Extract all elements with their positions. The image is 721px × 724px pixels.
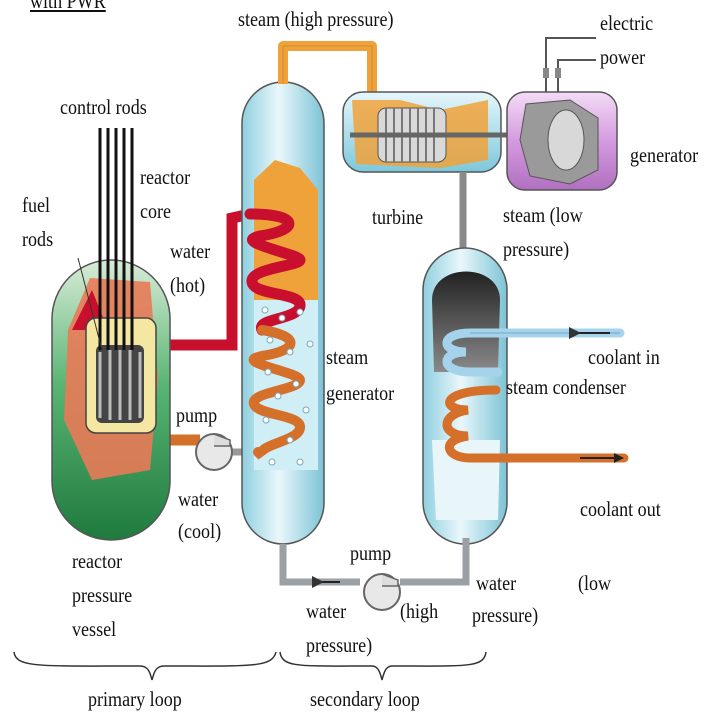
label-electric: electric: [600, 10, 653, 36]
label-water-hot: water: [170, 238, 210, 264]
reactor-core: [86, 318, 156, 433]
label-secondary-loop: secondary loop: [310, 686, 420, 712]
secondary-pump: [364, 574, 400, 610]
title-fragment: with PWR: [30, 0, 106, 14]
label-reactor-vessel-3: vessel: [72, 616, 116, 642]
turbine: [343, 92, 520, 172]
label-water-cool: water: [178, 486, 218, 512]
generator: [507, 92, 617, 190]
label-cool: (cool): [178, 518, 221, 544]
primary-pump: [196, 434, 232, 470]
label-steam-generator-2: generator: [326, 380, 394, 406]
electric-power-wires: [543, 38, 596, 92]
label-primary-loop: primary loop: [88, 686, 182, 712]
label-pressure-left: pressure): [306, 632, 372, 658]
label-steam-generator-1: steam: [326, 344, 368, 370]
label-fuel: fuel: [22, 192, 50, 218]
label-coolant-in: coolant in: [588, 344, 660, 370]
label-steam-low: steam (low: [503, 202, 583, 228]
label-coolant-out: coolant out: [580, 496, 661, 522]
label-low: (low: [578, 570, 611, 596]
label-reactor-vessel-2: pressure: [72, 582, 132, 608]
label-turbine: turbine: [372, 204, 423, 230]
label-reactor: reactor: [140, 164, 190, 190]
label-steam-high-pressure: steam (high pressure): [238, 6, 393, 32]
label-core: core: [140, 198, 171, 224]
label-high: (high: [400, 598, 438, 624]
label-pump-secondary: pump: [350, 540, 391, 566]
label-pump-primary: pump: [176, 402, 217, 428]
label-water-left: water: [306, 598, 346, 624]
label-power: power: [600, 44, 645, 70]
label-generator: generator: [630, 142, 698, 168]
label-control-rods: control rods: [60, 94, 147, 120]
label-steam-low-pressure: pressure): [503, 236, 569, 262]
label-water-right: water: [476, 570, 516, 596]
label-pressure-right: pressure): [472, 602, 538, 628]
label-hot: (hot): [170, 272, 205, 298]
primary-loop-brace: [14, 652, 276, 680]
label-steam-condenser: steam condenser: [506, 374, 626, 400]
label-rods: rods: [22, 226, 53, 252]
label-reactor-vessel-1: reactor: [72, 548, 122, 574]
